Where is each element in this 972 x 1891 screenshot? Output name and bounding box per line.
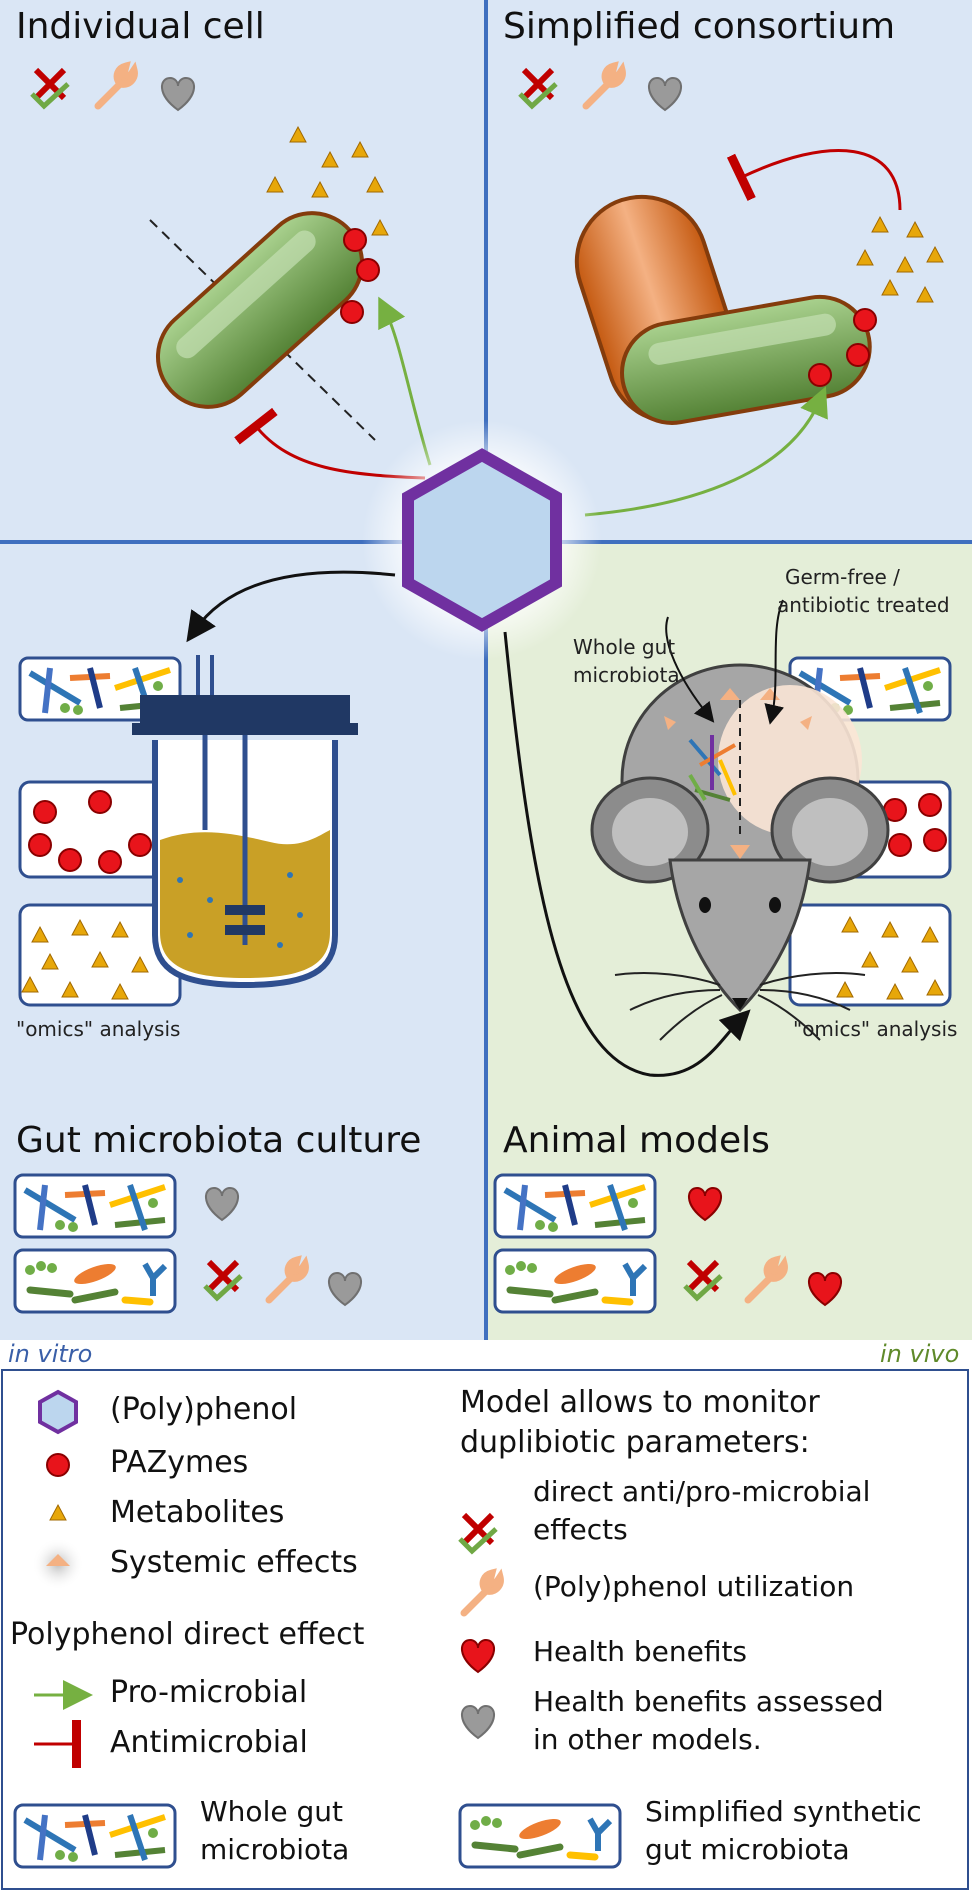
- whole-gut-pointer: [665, 616, 715, 723]
- antimicrobial-arrow: [726, 149, 902, 211]
- pazyme-dot: [343, 228, 367, 252]
- legend-antimicrobial: Antimicrobial: [110, 1725, 308, 1760]
- pazyme-dot: [340, 300, 364, 324]
- legend-whole-gut-1: Whole gut: [200, 1795, 343, 1828]
- legend-health-other-1: Health benefits assessed: [533, 1685, 884, 1718]
- whole-gut-label-line2: microbiota: [573, 663, 680, 687]
- legend-health-other-2: in other models.: [533, 1723, 762, 1756]
- to-bioreactor-arrow: [186, 570, 396, 643]
- legend-monitor-title-1: Model allows to monitor: [460, 1385, 820, 1420]
- whole-microbiota-box-small: [15, 1175, 175, 1237]
- germfree-pointer: [764, 599, 784, 725]
- legend-whole-gut-2: microbiota: [200, 1833, 350, 1866]
- pazyme-dot: [846, 343, 870, 367]
- omics-label-culture: "omics" analysis: [16, 1017, 181, 1041]
- legend-pazyme-icon: [46, 1453, 70, 1477]
- mouse: [590, 663, 890, 1041]
- bioreactor: [132, 655, 358, 989]
- legend-pazymes: PAZymes: [110, 1445, 249, 1480]
- quadrant-bg-consortium: [488, 0, 972, 540]
- title-animal-models: Animal models: [503, 1120, 770, 1161]
- in-vitro-label: in vitro: [8, 1340, 93, 1368]
- germfree-label-line1: Germ-free /: [785, 565, 900, 589]
- metabolites-box-animal: [788, 903, 952, 1007]
- legend-metabolites: Metabolites: [110, 1495, 285, 1530]
- to-mouse-arrow: [503, 631, 751, 1077]
- pazyme-dot: [808, 363, 832, 387]
- legend-polyphenol-icon: [38, 1389, 78, 1435]
- legend-box: [1, 1369, 969, 1890]
- title-individual-cell: Individual cell: [16, 6, 265, 47]
- title-gut-culture: Gut microbiota culture: [16, 1120, 422, 1161]
- legend-whole-microbiota-box: [15, 1805, 175, 1867]
- pazyme-dot: [356, 258, 380, 282]
- legend-direct-anti-2: effects: [533, 1513, 628, 1546]
- legend-health: Health benefits: [533, 1635, 748, 1668]
- legend-utilization: (Poly)phenol utilization: [533, 1570, 855, 1603]
- legend-synthetic-microbiota-box: [460, 1805, 620, 1867]
- title-simplified-consortium: Simplified consortium: [503, 6, 896, 47]
- germfree-label-line2: antibiotic treated: [777, 593, 950, 617]
- legend-synthetic-1: Simplified synthetic: [645, 1795, 922, 1828]
- whole-microbiota-box-animal-small: [495, 1175, 655, 1237]
- pazyme-dot: [853, 308, 877, 332]
- whole-gut-label-line1: Whole gut: [573, 635, 676, 659]
- legend-direct-anti-1: direct anti/pro-microbial: [533, 1475, 871, 1508]
- pro-microbial-arrow: [584, 386, 828, 517]
- mouse-gut-microbiota: [688, 735, 737, 802]
- in-vivo-label: in vivo: [880, 1340, 960, 1368]
- omics-label-animal: "omics" analysis: [793, 1017, 958, 1041]
- synthetic-microbiota-box-small: [15, 1250, 175, 1312]
- legend-synthetic-2: gut microbiota: [645, 1833, 850, 1866]
- legend-systemic: Systemic effects: [110, 1545, 358, 1580]
- synthetic-microbiota-box-animal-small: [495, 1250, 655, 1312]
- legend-systemic-arrow-icon: [46, 1554, 70, 1566]
- legend-direct-effect-title: Polyphenol direct effect: [10, 1617, 365, 1652]
- legend-polyphenol: (Poly)phenol: [110, 1392, 298, 1427]
- legend-monitor-title-2: duplibiotic parameters:: [460, 1425, 810, 1460]
- polyphenol-hexagon: [402, 448, 562, 632]
- legend-pro-microbial: Pro-microbial: [110, 1675, 308, 1710]
